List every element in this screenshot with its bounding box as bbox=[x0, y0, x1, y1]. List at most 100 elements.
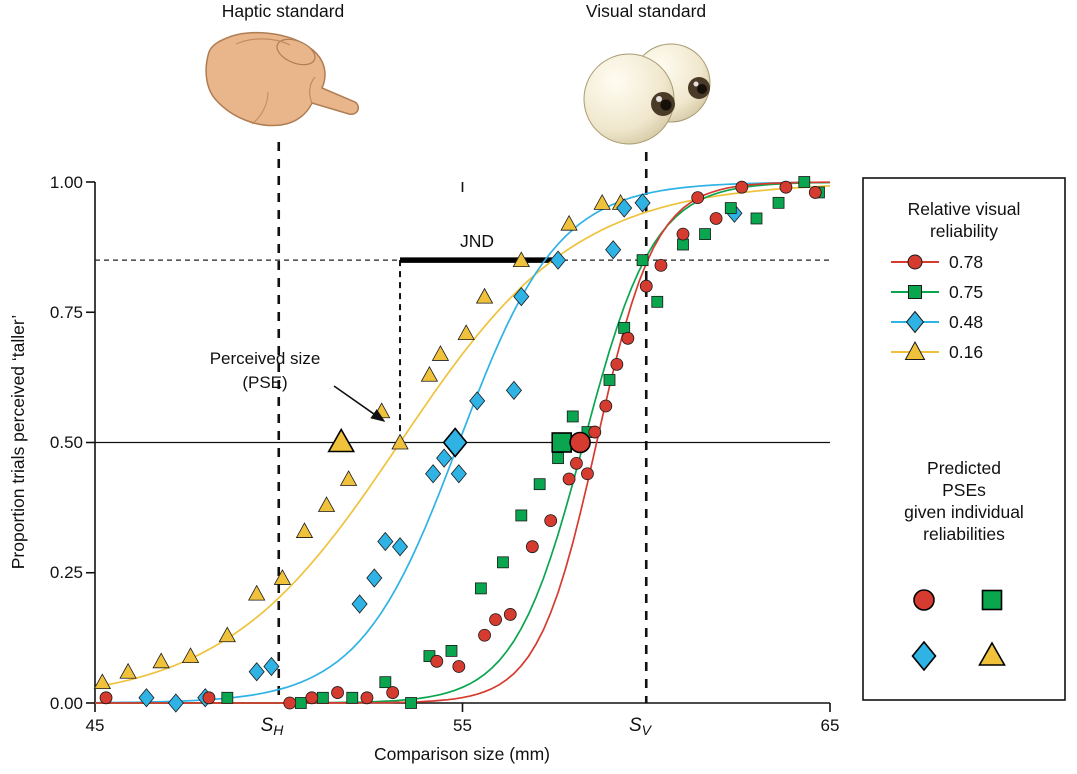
data-point bbox=[469, 391, 486, 411]
data-point bbox=[512, 251, 530, 268]
y-tick-label: 0.75 bbox=[50, 303, 83, 322]
legend-value-label: 0.75 bbox=[949, 282, 983, 302]
data-point bbox=[651, 295, 664, 308]
data-point bbox=[248, 584, 266, 601]
data-point bbox=[263, 656, 280, 677]
legend-pse-markers-layer bbox=[911, 589, 1006, 672]
data-point bbox=[798, 176, 811, 188]
haptic-standard-symbol: SH bbox=[261, 715, 285, 738]
x-tick-label: 55 bbox=[453, 716, 472, 735]
data-point bbox=[273, 569, 292, 585]
psychometric-curve bbox=[94, 181, 830, 704]
data-point bbox=[654, 258, 668, 272]
y-tick-label: 0.50 bbox=[50, 433, 83, 452]
data-point bbox=[181, 647, 200, 664]
legend-pse-marker bbox=[913, 589, 935, 611]
data-point bbox=[605, 240, 622, 260]
legend-predicted-line3: given individual bbox=[904, 502, 1024, 522]
data-point bbox=[431, 345, 450, 361]
data-point bbox=[515, 509, 528, 522]
data-point bbox=[391, 433, 409, 450]
data-point bbox=[735, 180, 749, 194]
data-point bbox=[283, 696, 297, 710]
data-point bbox=[618, 321, 631, 334]
data-point bbox=[676, 227, 690, 241]
y-tick-label: 0.00 bbox=[50, 694, 83, 713]
psychometric-curve bbox=[95, 181, 830, 704]
data-point bbox=[525, 540, 539, 554]
data-point bbox=[610, 357, 624, 371]
data-point bbox=[295, 522, 314, 538]
reference-lines-layer bbox=[95, 142, 830, 703]
legend-title-line2: reliability bbox=[930, 221, 998, 241]
data-point bbox=[497, 556, 509, 569]
data-point bbox=[152, 652, 170, 669]
legend: Relative visual reliability 0.780.750.48… bbox=[862, 177, 1066, 701]
y-tick-label: 0.25 bbox=[50, 563, 83, 582]
legend-predicted-line4: reliabilities bbox=[923, 524, 1005, 544]
data-point bbox=[677, 238, 689, 251]
data-point bbox=[533, 478, 546, 491]
data-point bbox=[513, 286, 530, 307]
data-point bbox=[420, 365, 439, 382]
x-axis-title: Comparison size (mm) bbox=[374, 744, 550, 764]
data-point bbox=[99, 691, 113, 705]
data-point bbox=[474, 582, 487, 595]
predicted-pse-marker bbox=[551, 432, 573, 453]
data-point bbox=[119, 662, 137, 679]
data-point bbox=[379, 676, 392, 689]
legend-predicted-line2: PSEs bbox=[942, 480, 986, 500]
pointing-hand-icon bbox=[205, 31, 360, 127]
data-point bbox=[750, 212, 763, 225]
data-point bbox=[616, 198, 633, 218]
data-point bbox=[621, 331, 635, 345]
data-point bbox=[699, 228, 711, 241]
data-point bbox=[588, 425, 602, 439]
y-tick-label: 1.00 bbox=[50, 173, 83, 192]
haptic-standard-label: Haptic standard bbox=[222, 1, 345, 21]
legend-predicted-line1: Predicted bbox=[927, 458, 1001, 478]
data-point bbox=[138, 688, 155, 708]
eyeballs-icon bbox=[583, 43, 711, 145]
legend-pse-marker bbox=[981, 589, 1003, 611]
legend-title-line1: Relative visual bbox=[908, 199, 1021, 219]
data-points-layer bbox=[93, 176, 825, 713]
legend-pse-marker bbox=[978, 641, 1006, 666]
data-point bbox=[221, 691, 234, 704]
data-point bbox=[425, 464, 442, 484]
data-point bbox=[691, 191, 705, 205]
data-point bbox=[544, 514, 558, 528]
predicted-pse-marker bbox=[327, 427, 356, 453]
data-point bbox=[550, 250, 567, 270]
data-point bbox=[202, 691, 216, 705]
jnd-label: JND bbox=[460, 231, 494, 251]
data-point bbox=[581, 467, 594, 481]
data-point bbox=[505, 380, 522, 401]
visual-standard-symbol: SV bbox=[629, 715, 653, 738]
data-point bbox=[552, 452, 564, 465]
data-point bbox=[331, 686, 344, 699]
predicted-pse-marker bbox=[569, 431, 591, 454]
data-point bbox=[346, 691, 359, 704]
predicted-pse-markers-layer bbox=[327, 427, 591, 458]
data-point bbox=[248, 662, 265, 682]
data-point bbox=[93, 673, 112, 690]
legend-value-label: 0.16 bbox=[949, 342, 983, 362]
pse-label-line2: (PSE) bbox=[242, 373, 287, 392]
data-point bbox=[377, 531, 394, 552]
data-point bbox=[305, 691, 319, 705]
data-point bbox=[724, 202, 737, 214]
legend-entries-layer: 0.780.750.480.16 bbox=[891, 252, 983, 362]
data-point bbox=[351, 594, 368, 614]
pse-label-line1: Perceived size bbox=[210, 349, 321, 368]
data-point bbox=[593, 194, 611, 210]
data-point bbox=[560, 214, 578, 231]
data-point bbox=[436, 448, 453, 468]
data-point bbox=[779, 180, 793, 194]
predicted-pse-marker bbox=[442, 427, 468, 458]
data-point bbox=[772, 196, 785, 209]
data-point bbox=[475, 287, 494, 304]
data-point bbox=[316, 691, 329, 704]
data-point bbox=[489, 613, 502, 627]
